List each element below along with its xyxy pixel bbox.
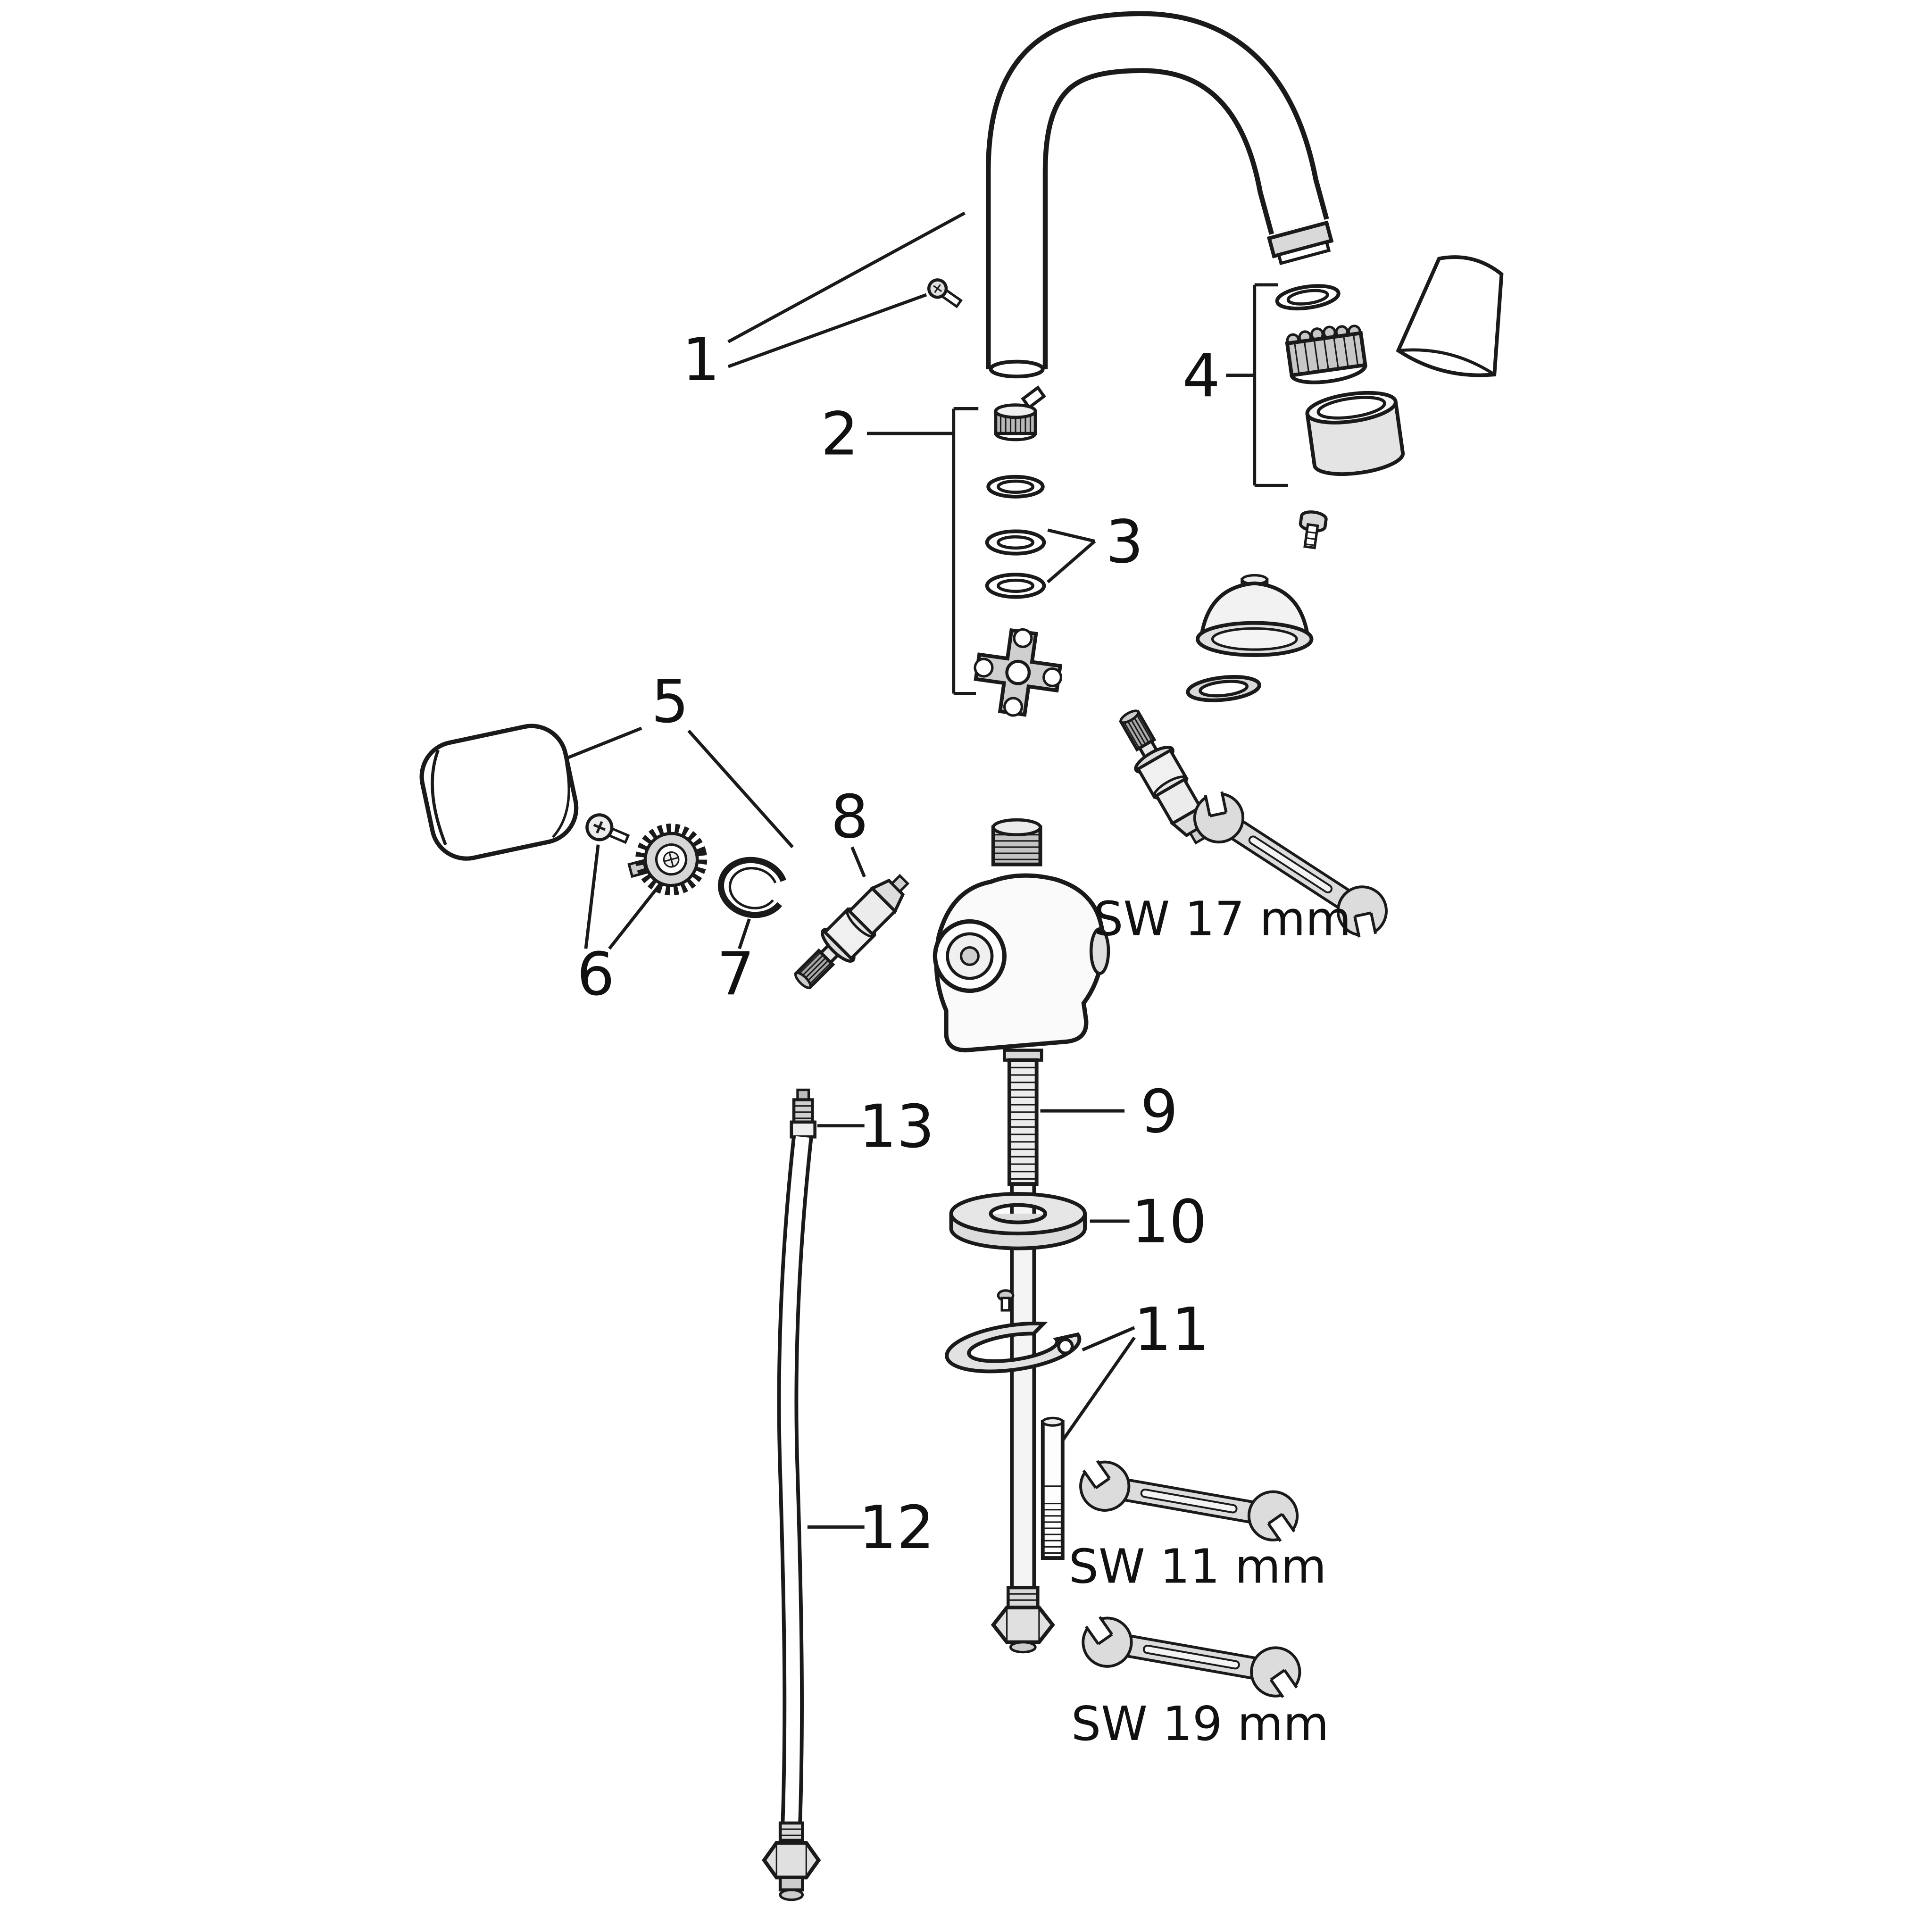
clamp-screw <box>997 1289 1015 1312</box>
aerator-insert <box>994 385 1046 441</box>
handle-screw <box>1299 510 1328 550</box>
part-label-3: 3 <box>1106 507 1143 576</box>
part-label-10: 10 <box>1131 1187 1207 1257</box>
handle-fix-screw <box>585 813 630 844</box>
handle-adapter <box>627 824 708 896</box>
aerator-sleeve <box>1305 391 1405 476</box>
o-ring <box>985 573 1046 599</box>
part-label-8: 8 <box>831 782 868 851</box>
o-ring <box>986 475 1045 499</box>
handle-cap-dome <box>1196 574 1314 657</box>
wrench-sw17-label: SW 17 mm <box>1093 891 1351 946</box>
hose-guide-cross <box>974 628 1063 717</box>
aerator-core <box>1285 325 1367 384</box>
valve-cartridge-left <box>785 865 918 998</box>
supply-hose <box>762 1088 821 1901</box>
part-label-2: 2 <box>821 400 858 469</box>
part-label-1: 1 <box>682 325 720 394</box>
part-label-9: 9 <box>1141 1077 1178 1146</box>
body-inlet-thread <box>991 818 1042 866</box>
base-gasket <box>949 1192 1087 1250</box>
hose-connector-tip <box>790 1088 816 1139</box>
flexible-hose <box>1003 1049 1043 1186</box>
body-side-port <box>933 919 1007 993</box>
aerator-cap <box>1396 255 1504 377</box>
mounting-clamp <box>945 1321 1082 1374</box>
part-label-11: 11 <box>1134 1295 1209 1364</box>
retaining-ring <box>717 857 787 918</box>
o-ring <box>985 529 1046 556</box>
part-label-12: 12 <box>859 1493 934 1562</box>
part-label-6: 6 <box>577 939 615 1008</box>
hose-nut <box>991 1586 1055 1654</box>
spout <box>986 11 1334 379</box>
part-label-13: 13 <box>859 1091 934 1161</box>
spout-set-screw <box>927 278 963 308</box>
supply-hose-nut <box>762 1821 821 1901</box>
spout-outlet <box>1266 220 1334 266</box>
leader-lines <box>529 211 1288 1529</box>
threaded-stud <box>1041 1416 1065 1560</box>
handle-knob <box>419 724 579 861</box>
part-label-5: 5 <box>651 667 689 736</box>
o-ring-set <box>985 475 1046 599</box>
aerator-seal-washer <box>1275 284 1341 311</box>
part-label-7: 7 <box>717 939 755 1008</box>
part-label-4: 4 <box>1183 341 1220 410</box>
faucet-body <box>933 818 1110 1053</box>
body-side-port-right <box>1089 927 1110 975</box>
wrench-sw19-label: SW 19 mm <box>1071 1696 1329 1751</box>
valve-seal-washer <box>1186 675 1261 702</box>
wrench-sw11-label: SW 11 mm <box>1069 1539 1327 1594</box>
